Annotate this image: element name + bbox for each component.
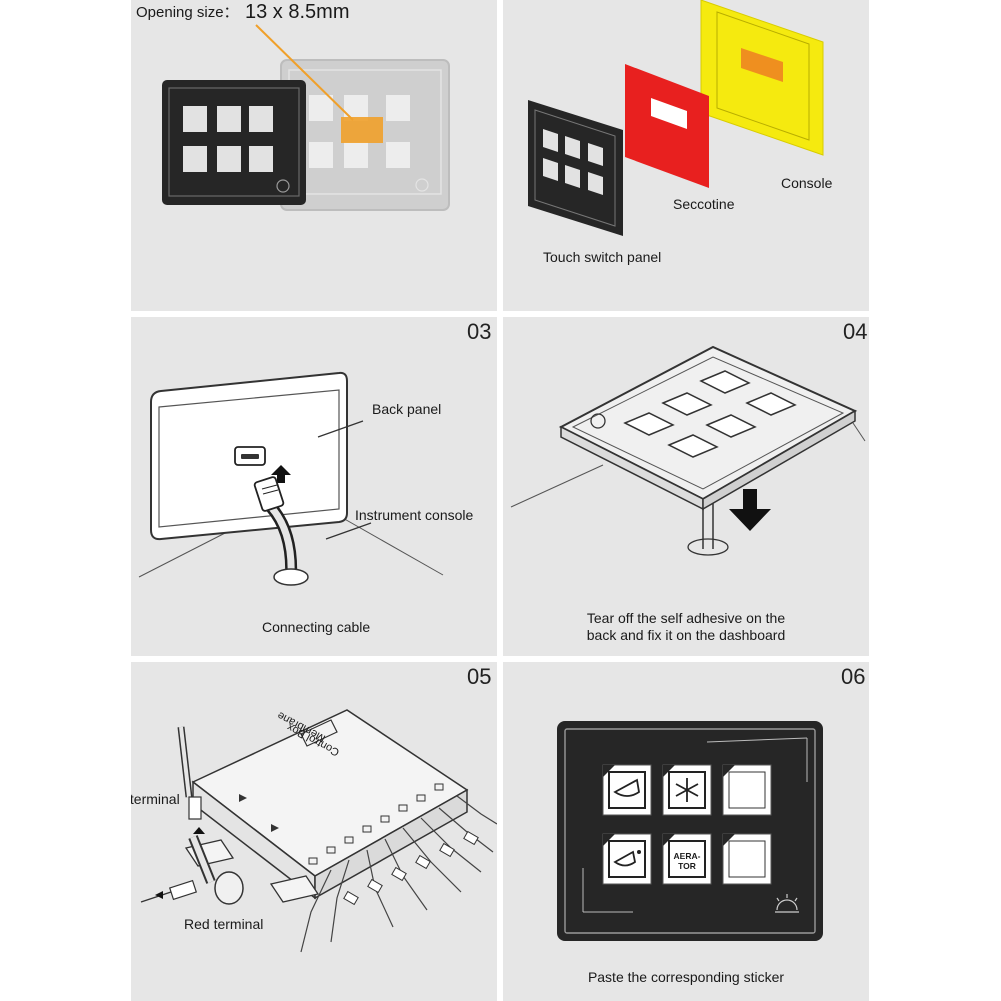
touch-switch-panel-layer xyxy=(528,100,623,236)
opening-highlight xyxy=(341,117,383,143)
paste-sticker-caption: Paste the corresponding sticker xyxy=(587,969,785,985)
arrow-up-icon xyxy=(271,465,291,483)
sticker-blank-button-2 xyxy=(722,833,772,885)
sticker-aerator-button xyxy=(662,833,712,885)
membrane-control-box xyxy=(184,709,469,903)
sticker-blank-button-1 xyxy=(722,764,772,816)
opening-size-value: 13 x 8.5mm xyxy=(245,1,350,23)
step-number-03: 03 xyxy=(467,319,492,344)
snowflake-icon xyxy=(675,778,699,802)
blue-terminal-label: Blue terminal xyxy=(131,791,180,807)
aerator-label-1: AERA- xyxy=(673,851,701,861)
black-switch-panel xyxy=(162,80,306,205)
panel3-illustration xyxy=(138,371,444,586)
step-number-06: 06 xyxy=(841,664,866,689)
back-panel-label: Back panel xyxy=(372,401,442,417)
console-layer xyxy=(700,0,824,156)
sticker-wiper-button xyxy=(602,764,652,816)
connecting-cable-label: Connecting cable xyxy=(262,619,371,635)
aerator-label-2: TOR xyxy=(678,861,696,871)
caption-line-1: Tear off the self adhesive on the xyxy=(586,610,786,626)
panel-step-05: 05 Membrane Control Box Blue terminal Re… xyxy=(131,662,497,1001)
panel-layers: Touch switch panel Seccotine Console xyxy=(503,0,869,311)
console-hole xyxy=(273,568,309,586)
brightness-icon xyxy=(775,894,799,913)
wire-connectors xyxy=(343,830,479,906)
panel-step-03: 03 Back panel Instrument console Connect… xyxy=(131,317,497,656)
sticker-washer-button xyxy=(602,833,652,885)
panel2-illustration xyxy=(528,0,824,236)
panel6-illustration xyxy=(557,721,823,941)
panel-opening-size: Opening size： 13 x 8.5mm xyxy=(131,0,497,311)
panel4-illustration xyxy=(510,345,866,556)
console-label: Console xyxy=(781,175,833,191)
seccotine-layer xyxy=(625,64,709,188)
step-number-04: 04 xyxy=(843,319,868,344)
cable-plug xyxy=(253,476,285,512)
panel5-illustration xyxy=(140,709,497,953)
arrow-down-icon xyxy=(729,489,771,531)
windshield-wiper-icon xyxy=(613,778,640,797)
seccotine-label: Seccotine xyxy=(673,196,735,212)
caption-line-2: back and fix it on the dashboard xyxy=(586,627,786,643)
sticker-defrost-button xyxy=(662,764,712,816)
final-switch-panel xyxy=(557,721,823,941)
connector-port xyxy=(234,446,266,466)
panel-step-04: 04 Tear off the self adhesive on the bac… xyxy=(503,317,869,656)
blue-terminal xyxy=(177,726,205,834)
panel1-illustration xyxy=(162,24,450,211)
switch-panel-perspective xyxy=(558,345,858,511)
panel-step-06: 06 AERA- TOR Paste the corresponding sti… xyxy=(503,662,869,1001)
red-terminal xyxy=(140,835,244,905)
windshield-washer-icon xyxy=(613,850,636,867)
opening-size-label: Opening size： xyxy=(136,4,239,21)
red-terminal-label: Red terminal xyxy=(184,916,264,932)
touch-switch-panel-label: Touch switch panel xyxy=(543,249,662,265)
step-number-05: 05 xyxy=(467,664,492,689)
instrument-console-label: Instrument console xyxy=(355,507,474,523)
